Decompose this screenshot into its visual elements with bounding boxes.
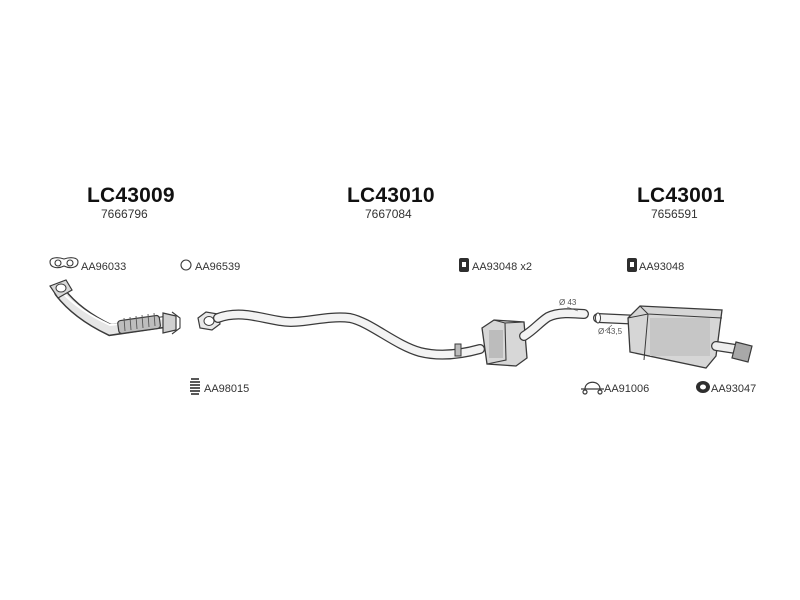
- section-ref-front: 7666796: [101, 207, 148, 221]
- clamp-label: AA91006: [604, 383, 650, 395]
- rubber-hanger-icon: [459, 258, 469, 272]
- hanger-mid-label: AA93048 x2: [472, 261, 532, 273]
- rubber-hanger-icon: [627, 258, 637, 272]
- clamp-icon: [581, 381, 604, 395]
- dimension-rear-inlet: Ø 43,5: [598, 327, 623, 336]
- section-title-middle: LC43010: [347, 184, 435, 207]
- section-ref-rear: 7656591: [651, 207, 698, 221]
- ring-icon: [180, 259, 192, 271]
- hanger-tail-label: AA93047: [711, 383, 757, 395]
- ring-label: AA96539: [195, 261, 241, 273]
- rear-silencer-drawing: [593, 305, 753, 369]
- dimension-mid-outlet: Ø 43: [559, 298, 577, 307]
- hanger-rear-label: AA93048: [639, 261, 685, 273]
- gasket-icon: [49, 257, 79, 269]
- section-title-front: LC43009: [87, 184, 175, 207]
- section-ref-middle: 7667084: [365, 207, 412, 221]
- front-pipe-drawing: [49, 279, 181, 337]
- tail-hanger-icon: [696, 381, 710, 393]
- spring-icon: [190, 378, 200, 395]
- spring-label: AA98015: [204, 383, 250, 395]
- gasket-label: AA96033: [81, 261, 127, 273]
- section-title-rear: LC43001: [637, 184, 725, 207]
- middle-pipe-drawing: [197, 306, 589, 367]
